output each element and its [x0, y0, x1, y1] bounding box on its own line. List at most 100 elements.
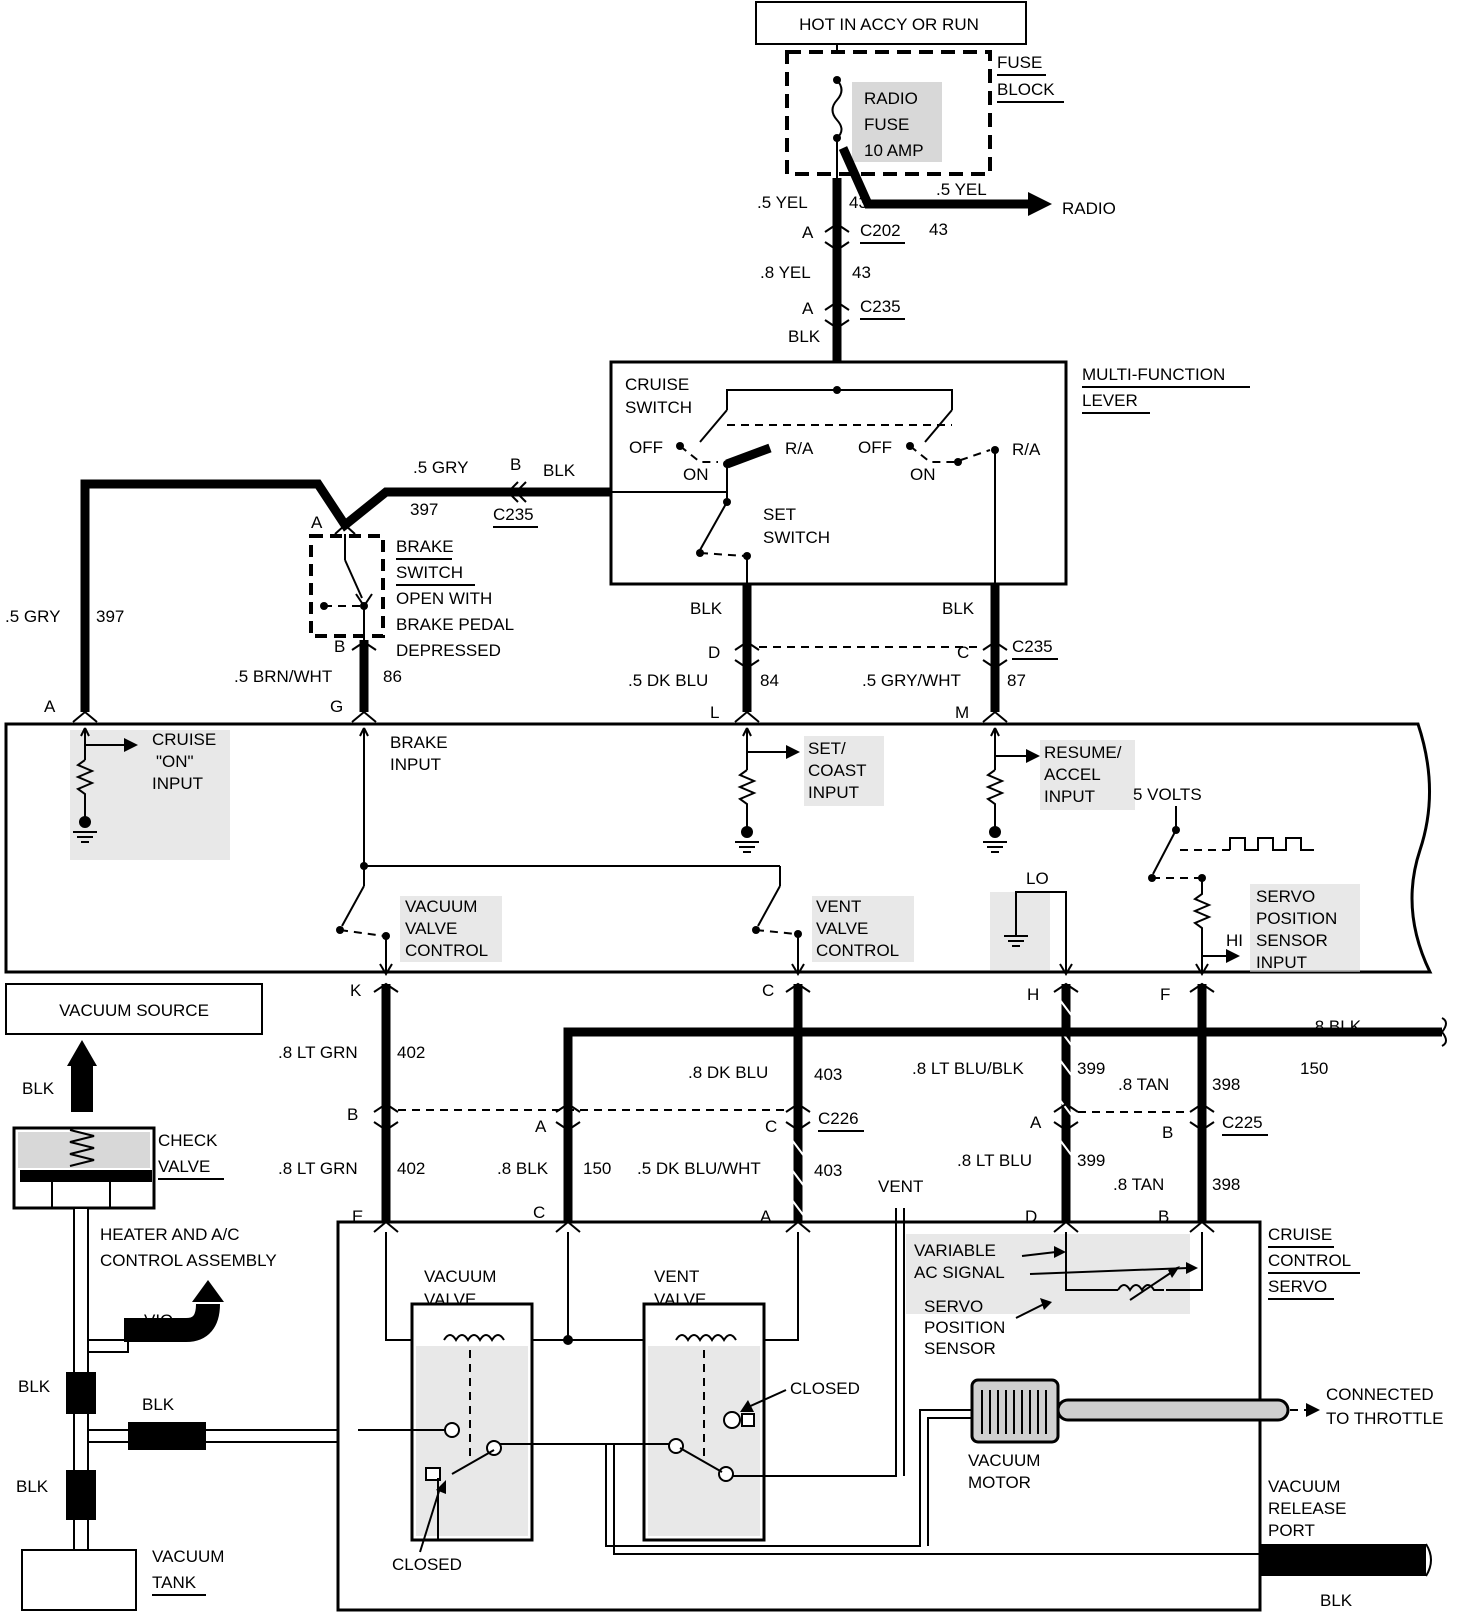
- vacuum-valve-coil-icon: [443, 1334, 505, 1342]
- brake-switch: A B BRAKE SWITCH OPEN WITH BRAKE PEDAL D…: [309, 513, 514, 660]
- left-feed-size: .5 GRY: [5, 607, 60, 626]
- c202-connector: A C202: [802, 221, 905, 252]
- heater-ac-arrow-icon: [192, 1280, 224, 1302]
- module-pin-h: H: [1027, 985, 1039, 1004]
- brake-input-label-1: BRAKE: [390, 733, 448, 752]
- module-pin-k: K: [350, 981, 362, 1000]
- ground-icon: [73, 831, 97, 843]
- servo-pin-b: B: [1158, 1207, 1169, 1226]
- cruise-control-module: A G L M CRUISE "ON" INPUT BRAKE INPUT: [4, 697, 1433, 1004]
- fuse-block: FUSE BLOCK RADIO FUSE 10 AMP: [785, 50, 1064, 178]
- b-wire-circuit: 398: [1212, 1175, 1240, 1194]
- vacuum-control-label-3: CONTROL: [405, 941, 488, 960]
- sensor-label-3: SENSOR: [924, 1339, 996, 1358]
- vacuum-control-label-2: VALVE: [405, 919, 457, 938]
- blk-wire-circuit: 150: [1300, 1059, 1328, 1078]
- ground-icon: [983, 841, 1007, 853]
- fuse-block-label-1: FUSE: [997, 53, 1042, 72]
- resume-label-1: RESUME/: [1044, 743, 1122, 762]
- release-port-hose: [1260, 1544, 1426, 1576]
- brake-switch-label-5: DEPRESSED: [396, 641, 501, 660]
- resume-label-2: ACCEL: [1044, 765, 1101, 784]
- module-pin-a: A: [44, 697, 56, 716]
- brake-wire-size: .5 BRN/WHT: [234, 667, 332, 686]
- servo-title-1: CRUISE: [1268, 1225, 1332, 1244]
- release-port-label-2: RELEASE: [1268, 1499, 1346, 1518]
- c235-top-connector: A C235: [802, 297, 905, 330]
- radio-fuse-label-2: FUSE: [864, 115, 909, 134]
- release-port-label-1: VACUUM: [1268, 1477, 1340, 1496]
- sensor-label-2: POSITION: [924, 1318, 1005, 1337]
- set-switch-label-2: SWITCH: [763, 528, 830, 547]
- brake-switch-pin-b: B: [334, 637, 345, 656]
- throttle-rod: [1056, 1398, 1290, 1422]
- radio-fuse-label-1: RADIO: [864, 89, 918, 108]
- c226-pin-c: C: [765, 1117, 777, 1136]
- on-label-1: ON: [683, 465, 709, 484]
- c225-label: C225: [1222, 1113, 1263, 1132]
- cruise-switch-label-1: CRUISE: [625, 375, 689, 394]
- check-valve-label-2: VALVE: [158, 1157, 210, 1176]
- lower-harness: .8 BLK 150 .8 LT GRN 402 .8 DK BLU 403 .…: [278, 982, 1447, 1226]
- module-pin-c: C: [762, 981, 774, 1000]
- vio-hose-label: VIO: [144, 1311, 173, 1330]
- brake-switch-label-3: OPEN WITH: [396, 589, 492, 608]
- module-pin-m: M: [955, 703, 969, 722]
- feed-wire-3-color: BLK: [788, 327, 821, 346]
- vacuum-tank-label-1: VACUUM: [152, 1547, 224, 1566]
- fuse-block-label-2: BLOCK: [997, 80, 1055, 99]
- hi-label: HI: [1226, 931, 1243, 950]
- heater-ac-label-1: HEATER AND A/C: [100, 1225, 240, 1244]
- servo-input-label-2: POSITION: [1256, 909, 1337, 928]
- off-label-2: OFF: [858, 438, 892, 457]
- c226-label: C226: [818, 1109, 859, 1128]
- vent-valve-label-2: VALVE: [654, 1290, 706, 1309]
- brake-feed-circuit: 397: [410, 500, 438, 519]
- c226-pin-b: B: [347, 1105, 358, 1124]
- vent-control-label-3: CONTROL: [816, 941, 899, 960]
- variable-signal-label-1: VARIABLE: [914, 1241, 996, 1260]
- brake-wire-circuit: 86: [383, 667, 402, 686]
- spring-icon: [69, 1129, 95, 1167]
- brake-switch-label-2: SWITCH: [396, 563, 463, 582]
- servo-sensor-coil-icon: [1117, 1284, 1164, 1292]
- vacuum-source-side: VACUUM SOURCE BLK CHECK VALVE HEATER AND…: [5, 983, 359, 1611]
- radio-wire-circuit: 43: [929, 220, 948, 239]
- check-valve-label-1: CHECK: [158, 1131, 218, 1150]
- m-wire-circuit: 87: [1007, 671, 1026, 690]
- variable-signal-label-2: AC SIGNAL: [914, 1263, 1005, 1282]
- radio-fuse-rating: 10 AMP: [864, 141, 924, 160]
- l-wire-circuit: 84: [760, 671, 779, 690]
- heater-ac-label-2: CONTROL ASSEMBLY: [100, 1251, 277, 1270]
- vacuum-source-arrow-icon: [67, 1040, 97, 1066]
- servo-title-2: CONTROL: [1268, 1251, 1351, 1270]
- brake-switch-label-1: BRAKE: [396, 537, 454, 556]
- vent-control-label-2: VALVE: [816, 919, 868, 938]
- vacuum-source-label: VACUUM SOURCE: [59, 1001, 209, 1020]
- c235-top-pin: A: [802, 299, 814, 318]
- cruise-switch-label-2: SWITCH: [625, 398, 692, 417]
- vacuum-motor-label-2: MOTOR: [968, 1473, 1031, 1492]
- servo-input-label-4: INPUT: [1256, 953, 1307, 972]
- module-pin-f: F: [1160, 985, 1170, 1004]
- c235-brake-connector: B BLK C235: [493, 455, 576, 528]
- servo-input-label-1: SERVO: [1256, 887, 1315, 906]
- on-label-2: ON: [910, 465, 936, 484]
- b-wire-size: .8 TAN: [1113, 1175, 1164, 1194]
- e-wire-size: .8 LT GRN: [278, 1159, 358, 1178]
- fuse-icon: [831, 79, 843, 139]
- vacuum-valve-label-2: VALVE: [424, 1290, 476, 1309]
- throttle-arrow-icon: [1306, 1403, 1320, 1417]
- k-wire-circuit: 402: [397, 1043, 425, 1062]
- vacuum-valve-closed-label: CLOSED: [392, 1555, 462, 1574]
- m-wire-size: .5 GRY/WHT: [862, 671, 961, 690]
- module-pin-l: L: [710, 703, 719, 722]
- servo-title-3: SERVO: [1268, 1277, 1327, 1296]
- c202-pin: A: [802, 223, 814, 242]
- cruise-on-label-1: CRUISE: [152, 730, 216, 749]
- brake-feed-size: .5 GRY: [413, 458, 468, 477]
- throttle-label-2: TO THROTTLE: [1326, 1409, 1443, 1428]
- d-wire-circuit: 399: [1077, 1151, 1105, 1170]
- brake-switch-label-4: BRAKE PEDAL: [396, 615, 514, 634]
